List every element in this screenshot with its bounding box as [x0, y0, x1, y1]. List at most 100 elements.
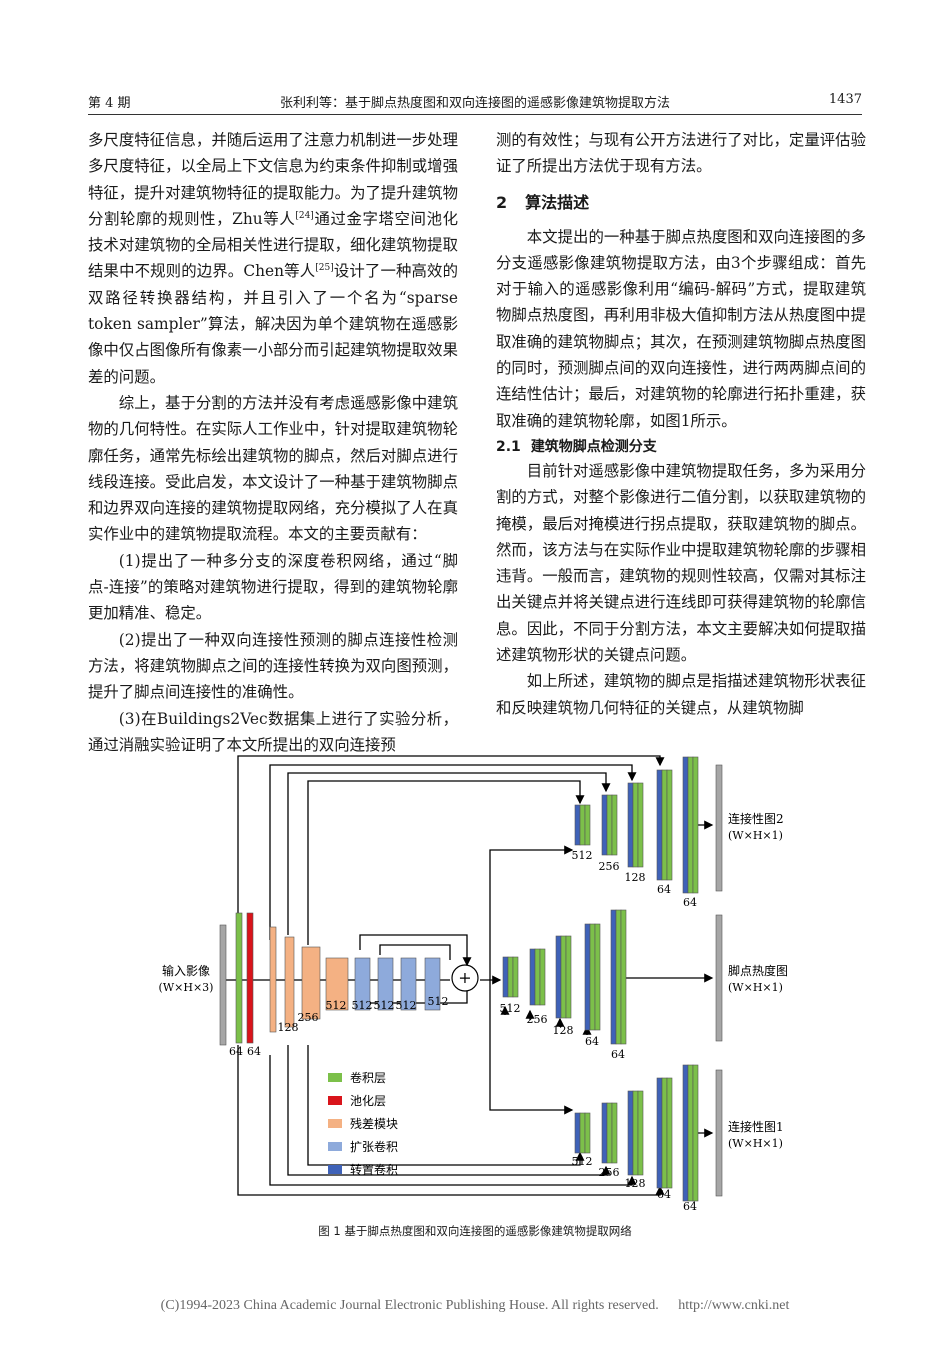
enc-label-6: 512	[374, 999, 395, 1012]
legend-swatch-residual	[328, 1119, 342, 1128]
legend-swatch-transpose	[328, 1165, 342, 1174]
input-label: 输入影像	[162, 963, 210, 978]
legend-transpose: 转置卷积	[350, 1162, 398, 1177]
bot-conv-b-3	[666, 1077, 673, 1189]
input-dims: (W×H×3)	[159, 981, 214, 994]
output-heatmap: 脚点热度图	[728, 963, 788, 978]
network-architecture-figure: + 输入影像 (W×H×3) 连接性图2 (W×H×1) 脚点热度图 (W×H×…	[159, 755, 788, 1213]
subsection-paragraph-1: 目前针对遥感影像中建筑物提取任务，多为采用分割的方式，对整个影像进行二值分割，以…	[496, 461, 866, 665]
bot-conv-b-4	[692, 1064, 699, 1202]
bot-transpose-1	[601, 1102, 608, 1164]
layer-blocks	[219, 756, 723, 1202]
legend: 卷积层 池化层 残差模块 扩张卷积 转置卷积	[328, 1070, 398, 1177]
top-label-1: 256	[599, 860, 620, 873]
bot-conv-a-4	[687, 1064, 694, 1202]
paragraph-2: 综上，基于分割的方法并没有考虑遥感影像中建筑物的几何特性。在实际人工作业中，针对…	[88, 393, 458, 544]
left-column: 多尺度特征信息，并随后运用了注意力机制进一步处理多尺度特征，以全局上下文信息为约…	[88, 127, 458, 758]
output-connectivity-1: 连接性图1	[728, 1119, 784, 1134]
top-conv-b-1	[611, 794, 618, 856]
enc-label-7: 512	[396, 999, 417, 1012]
enc-pool-64	[246, 912, 254, 1044]
top-conv-a-4	[687, 756, 694, 894]
legend-dilated: 扩张卷积	[350, 1139, 398, 1154]
bot-conv-a-1	[606, 1102, 613, 1164]
enc-label-2: 128	[278, 1021, 299, 1034]
top-transpose-0	[574, 804, 581, 846]
cnki-link[interactable]: http://www.cnki.net	[678, 1298, 790, 1313]
mid-conv-a-0	[507, 956, 514, 998]
enc-conv-64	[235, 912, 243, 1044]
top-label-0: 512	[572, 849, 593, 862]
top-conv-a-0	[579, 804, 586, 846]
top-transpose-4	[682, 756, 689, 894]
contribution-3: (3)在Buildings2Vec数据集上进行了实验分析，通过消融实验证明了本文…	[88, 709, 458, 754]
enc-res-512b	[325, 957, 349, 1011]
enc-label-1: 64	[247, 1045, 261, 1058]
enc-dilated-0	[354, 957, 371, 1011]
top-conv-b-2	[637, 782, 644, 868]
bot-conv-a-0	[579, 1112, 586, 1154]
paragraph-1: 多尺度特征信息，并随后运用了注意力机制进一步处理多尺度特征，以全局上下文信息为约…	[88, 131, 458, 386]
citation-24[interactable]: [24]	[295, 210, 314, 221]
bot-label-0: 512	[572, 1155, 593, 1168]
top-conv-a-2	[632, 782, 639, 868]
bot-label-1: 256	[599, 1166, 620, 1179]
enc-dilated-2	[400, 957, 417, 1011]
bot-transpose-0	[574, 1112, 581, 1154]
page-number: 1437	[828, 92, 862, 107]
enc-res-512a	[301, 946, 321, 1020]
paragraph-continued: 测的有效性；与现有公开方法进行了对比，定量评估验证了所提出方法优于现有方法。	[496, 131, 866, 176]
output-bar-bot	[715, 1069, 723, 1197]
legend-conv: 卷积层	[350, 1070, 386, 1085]
mid-transpose-0	[502, 956, 509, 998]
mid-label-4: 64	[611, 1048, 625, 1061]
figure-caption: 图 1 基于脚点热度图和双向连接图的遥感影像建筑物提取网络	[318, 1224, 632, 1238]
running-title: 张利利等：基于脚点热度图和双向连接图的遥感影像建筑物提取方法	[279, 96, 670, 111]
mid-conv-b-1	[539, 948, 546, 1006]
mid-conv-b-0	[512, 956, 519, 998]
mid-conv-a-2	[560, 935, 567, 1019]
mid-label-2: 128	[553, 1024, 574, 1037]
top-conv-b-0	[584, 804, 591, 846]
bot-transpose-4	[682, 1064, 689, 1202]
contribution-2: (2)提出了一种双向连接性预测的脚点连接性检测方法，将建筑物脚点之间的连接性转换…	[88, 630, 458, 702]
top-conv-b-3	[666, 769, 673, 881]
add-symbol: +	[458, 968, 471, 987]
enc-res-128	[269, 926, 277, 1033]
top-label-2: 128	[625, 871, 646, 884]
contribution-1: (1)提出了一种多分支的深度卷积网络，通过“脚点-连接”的策略对建筑物进行提取，…	[88, 551, 458, 623]
enc-label-0: 64	[229, 1045, 243, 1058]
bot-conv-a-2	[632, 1090, 639, 1176]
section-2-paragraph: 本文提出的一种基于脚点热度图和双向连接图的多分支遥感影像建筑物提取方法，由3个步…	[496, 227, 866, 430]
copyright: (C)1994-2023 China Academic Journal Elec…	[160, 1298, 659, 1313]
output-bar-mid	[715, 914, 723, 1042]
add-node	[451, 964, 479, 992]
output-bar-top	[715, 764, 723, 892]
legend-residual: 残差模块	[350, 1117, 398, 1131]
top-label-3: 64	[657, 883, 671, 896]
enc-label-4: 512	[326, 999, 347, 1012]
top-transpose-3	[656, 769, 663, 881]
output-heatmap-dims: (W×H×1)	[728, 981, 783, 994]
input-image-block	[219, 924, 227, 1046]
mid-conv-b-3	[594, 923, 601, 1031]
citation-25[interactable]: [25]	[315, 263, 334, 274]
legend-pool: 池化层	[350, 1094, 386, 1108]
output-connectivity-2-dims: (W×H×1)	[728, 829, 783, 842]
top-conv-a-3	[661, 769, 668, 881]
top-label-4: 64	[683, 896, 697, 909]
mid-conv-b-4	[620, 909, 627, 1045]
bot-conv-b-2	[637, 1090, 644, 1176]
bot-conv-a-3	[661, 1077, 668, 1189]
bot-transpose-2	[627, 1090, 634, 1176]
mid-conv-a-4	[615, 909, 622, 1045]
right-column: 测的有效性；与现有公开方法进行了对比，定量评估验证了所提出方法优于现有方法。 2…	[496, 127, 866, 721]
bot-transpose-3	[656, 1077, 663, 1189]
enc-res-256	[284, 936, 295, 1028]
running-header: 第 4 期 张利利等：基于脚点热度图和双向连接图的遥感影像建筑物提取方法 143…	[88, 88, 862, 115]
enc-label-5: 512	[352, 999, 373, 1012]
mid-conv-b-2	[565, 935, 572, 1019]
mid-label-0: 512	[500, 1002, 521, 1015]
